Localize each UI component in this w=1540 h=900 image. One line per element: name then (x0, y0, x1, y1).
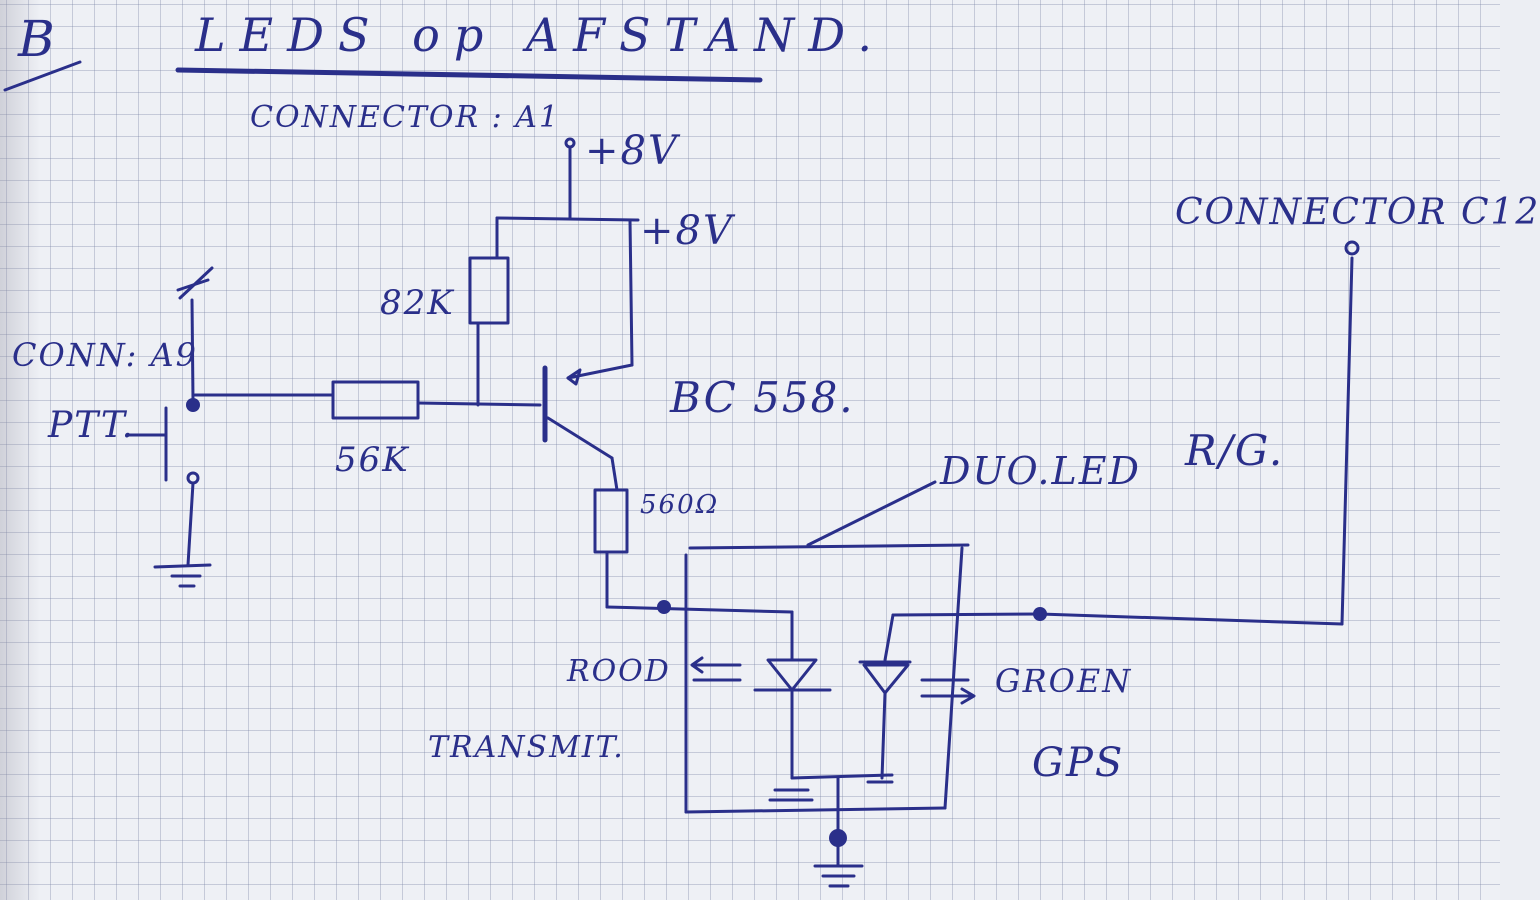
resistor-82k-label: 82K (380, 283, 455, 323)
wire-green-led-drop (883, 613, 895, 662)
schematic-drawing (3, 60, 1360, 888)
sheet-letter: B (18, 10, 57, 68)
green-led-arrowhead (960, 687, 976, 705)
duo-led-label: DUO.LED (940, 449, 1141, 493)
gps-label: GPS (1032, 740, 1125, 786)
duoled-box-top (688, 543, 970, 550)
connector-a9-label: CONN: A9 (12, 336, 198, 374)
red-led-arrowhead (690, 656, 704, 674)
supply-label-b: +8V (640, 208, 734, 254)
wire-to-red-led (605, 605, 794, 614)
resistor-82k (468, 256, 510, 325)
resistor-560-label: 560Ω (640, 490, 720, 520)
wire-ptt-top (190, 298, 195, 402)
emitter-arrow (566, 368, 582, 386)
supply-label-a: +8V (585, 128, 679, 174)
wire-collector-down (610, 456, 619, 492)
title-underline (175, 67, 763, 83)
wire-supply-rail (495, 216, 640, 222)
junction-dot-left (657, 600, 671, 614)
resistor-560-ohm (593, 488, 629, 554)
wire-ptt-ground (186, 481, 195, 567)
connector-c12-terminal (1344, 240, 1360, 256)
connector-a1-label: CONNECTOR : A1 (250, 100, 561, 135)
ground-symbol-ptt-1 (153, 563, 212, 569)
wire-green-led-bottom (880, 691, 887, 780)
mast-tick-2 (176, 278, 210, 292)
transmit-label: TRANSMIT. (428, 730, 625, 765)
page-title: LEDS op AFSTAND. (195, 8, 887, 62)
wire-to-c12 (1038, 612, 1344, 626)
green-led-label: GROEN (995, 662, 1133, 700)
wire-56k-to-base (416, 401, 542, 407)
green-led-triangle (862, 663, 910, 695)
duoled-box-bottom (684, 806, 947, 814)
duoled-pointer-line (806, 480, 937, 547)
ptt-junction-dot (186, 398, 200, 412)
transistor-collector (546, 416, 614, 460)
transistor-label: BC 558. (670, 373, 855, 422)
rg-label: R/G. (1185, 426, 1285, 475)
ptt-label: PTT. (48, 405, 136, 446)
ground-pin-dot (829, 829, 847, 847)
resistor-56k (331, 380, 420, 420)
resistor-56k-label: 56K (335, 440, 410, 480)
duoled-box-right (943, 546, 964, 810)
wire-c12-up (1340, 256, 1354, 626)
red-led-label: ROOD (567, 654, 671, 689)
connector-c12-label: CONNECTOR C12 (1175, 192, 1540, 233)
sheet-letter-underline (3, 60, 82, 92)
wire-rail-to-emitter (628, 218, 634, 367)
red-led-triangle (766, 658, 818, 692)
wire-green-led-top (891, 612, 1042, 617)
wire-common-cathode (790, 773, 894, 780)
